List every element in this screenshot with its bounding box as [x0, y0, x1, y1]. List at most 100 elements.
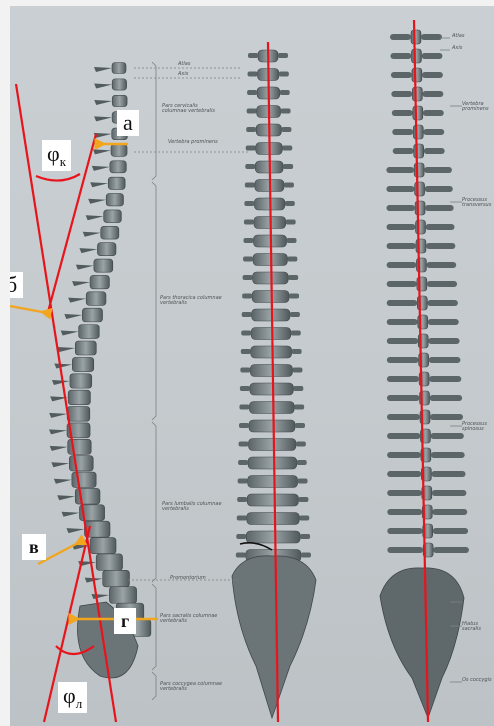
transverse-process [387, 376, 419, 382]
promontory-mark [240, 543, 272, 550]
transverse-process [421, 34, 442, 40]
transverse-process [427, 281, 457, 287]
spinous-process [90, 182, 108, 187]
transverse-process [248, 53, 258, 58]
transverse-process [387, 357, 419, 363]
transverse-process [429, 376, 461, 382]
transverse-process [432, 490, 467, 496]
vertebra-body [249, 439, 296, 451]
vertebra-body [112, 95, 127, 106]
transverse-process [239, 423, 249, 428]
transverse-process [387, 490, 422, 496]
transverse-process [238, 479, 248, 484]
transverse-process [242, 312, 252, 317]
vertebra-body [67, 407, 90, 422]
vertebra-body [246, 531, 300, 543]
spinous-process [92, 166, 110, 171]
transverse-process [247, 109, 257, 114]
transverse-process [392, 110, 413, 116]
transverse-process [393, 148, 414, 154]
transverse-process [287, 238, 297, 243]
transverse-process [386, 205, 415, 211]
spinous-process [57, 347, 75, 352]
vertebra-body [86, 292, 106, 305]
transverse-process [245, 164, 255, 169]
spinous-process [412, 87, 422, 101]
vertebra-body [69, 456, 93, 471]
transverse-process [387, 262, 417, 268]
label-axis-right: Axis [452, 46, 462, 51]
arrow-b [10, 306, 42, 312]
spinous-process [94, 83, 112, 88]
transverse-process [298, 479, 308, 484]
transverse-process [290, 312, 300, 317]
spinous-process [88, 199, 106, 204]
transverse-process [428, 338, 459, 344]
transverse-process [387, 471, 421, 477]
transverse-process [294, 405, 304, 410]
vertebra-body [94, 259, 113, 272]
transverse-process [237, 497, 247, 502]
transverse-process [300, 534, 310, 539]
vertebra-body [251, 328, 291, 340]
transverse-process [241, 331, 251, 336]
spinous-process [86, 215, 104, 220]
transverse-process [281, 109, 291, 114]
vertebra-body [250, 383, 293, 395]
spinous-process [61, 512, 79, 517]
transverse-process [292, 368, 302, 373]
spinous-process [415, 182, 425, 196]
transverse-process [279, 72, 289, 77]
vertebra-body [112, 63, 126, 74]
spinous-process [54, 363, 72, 368]
transverse-process [386, 167, 414, 173]
transverse-process [239, 442, 249, 447]
vertebra-body [248, 457, 297, 469]
transverse-process [239, 405, 249, 410]
transverse-process [284, 183, 294, 188]
spinous-process [94, 67, 112, 72]
transverse-process [295, 423, 305, 428]
spinous-process [91, 594, 109, 599]
transverse-process [387, 528, 422, 534]
marker-g: г [114, 608, 136, 634]
label-axis: Axis [178, 72, 188, 77]
transverse-process [387, 243, 416, 249]
vertebra-body [75, 341, 96, 355]
transverse-process [387, 319, 418, 325]
vertebra-body [247, 513, 300, 525]
vertebra-body [251, 346, 292, 358]
spinous-process [414, 144, 424, 158]
sacrum-anterior [232, 556, 316, 718]
label-pars-sacralis: Pars sacralis columnae vertebralis [160, 614, 224, 625]
transverse-process [391, 72, 412, 78]
transverse-process [387, 281, 417, 287]
transverse-process [392, 129, 413, 135]
transverse-process [238, 460, 248, 465]
label-pars-cervicalis: Pars cervicalis columnae vertebralis [162, 104, 222, 115]
label-vertebra-prominens-right: Vertebra prominens [462, 102, 492, 113]
transverse-process [292, 349, 302, 354]
vertebra-body [82, 308, 102, 322]
transverse-process [421, 53, 442, 59]
transverse-process [286, 220, 296, 225]
transverse-process [387, 224, 416, 230]
transverse-process [285, 201, 295, 206]
transverse-process [291, 331, 301, 336]
vertebra-body [90, 538, 116, 554]
spinous-process [57, 495, 75, 500]
transverse-process [432, 509, 467, 515]
vertebra-body [101, 226, 119, 239]
spinous-process [414, 163, 424, 177]
vertebra-body [252, 309, 290, 321]
spinous-process [93, 149, 111, 154]
spinous-process [51, 462, 69, 467]
vertebra-body [72, 472, 96, 487]
transverse-process [390, 53, 411, 59]
transverse-process [428, 319, 459, 325]
spine-figure: Atlas Axis Pars cervicalis columnae vert… [10, 6, 494, 726]
vertebra-body [250, 365, 292, 377]
transverse-process [243, 275, 253, 280]
spinous-process [412, 68, 422, 82]
spinous-process [49, 429, 67, 434]
